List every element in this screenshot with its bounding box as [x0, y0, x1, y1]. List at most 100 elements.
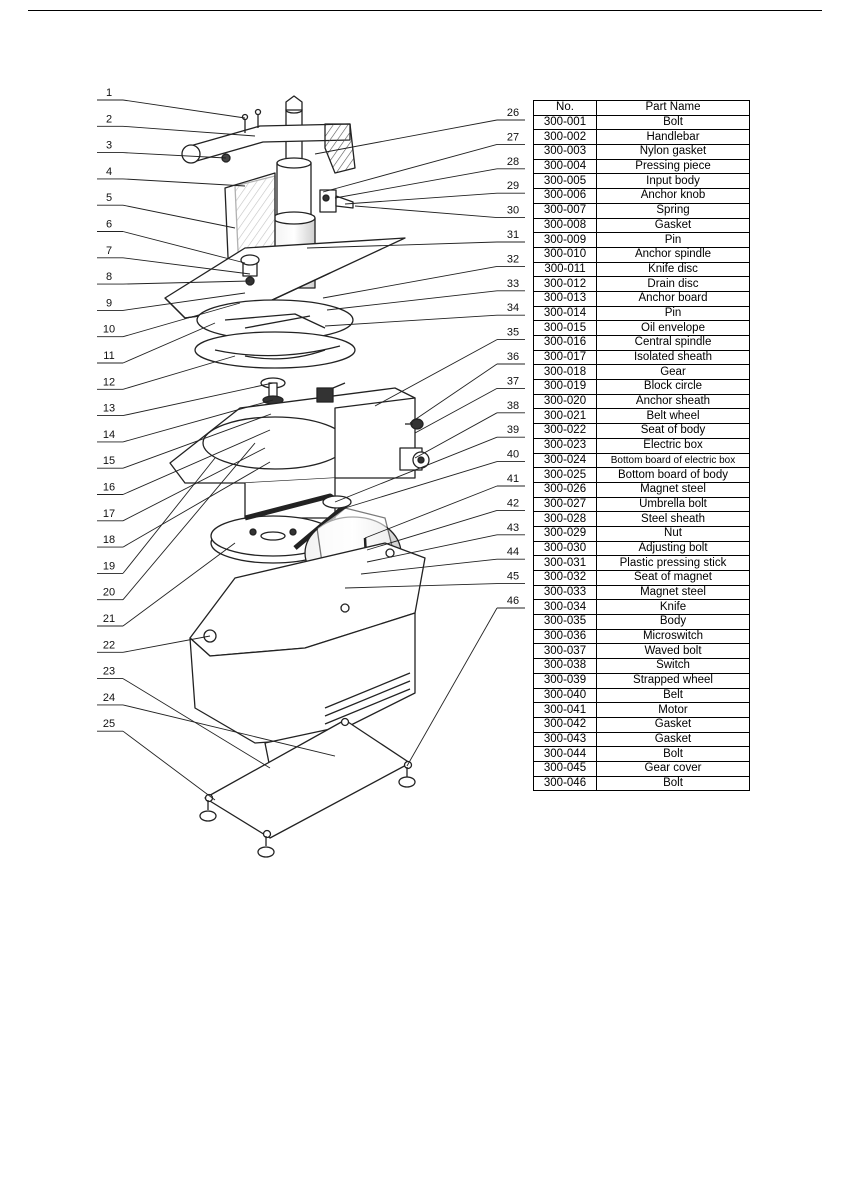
- part-name: Switch: [596, 658, 750, 674]
- leader-line: [122, 542, 236, 627]
- part-number: 300-039: [533, 672, 597, 689]
- part-number: 300-020: [533, 393, 597, 410]
- part-name: Plastic pressing stick: [596, 555, 750, 571]
- leader-line: [122, 322, 216, 364]
- drain-disc: [194, 331, 356, 369]
- leader-line: [344, 583, 498, 589]
- leader-line: [122, 204, 236, 229]
- part-number: 300-026: [533, 481, 597, 498]
- part-name: Umbrella bolt: [596, 496, 750, 513]
- part-name: Spring: [596, 202, 750, 219]
- microswitch: [316, 382, 346, 403]
- part-number: 300-009: [533, 232, 597, 248]
- part-name: Oil envelope: [596, 320, 750, 336]
- callout-number: 6: [106, 219, 112, 231]
- part-number: 300-005: [533, 173, 597, 190]
- leader-line: [414, 412, 498, 459]
- callout-number: 7: [106, 245, 112, 257]
- part-number: 300-019: [533, 379, 597, 395]
- part-number: 300-029: [533, 525, 597, 542]
- callout-number: 19: [103, 560, 115, 572]
- part-name: Seat of magnet: [596, 570, 750, 586]
- part-number: 300-016: [533, 335, 597, 351]
- leader-line: [122, 382, 274, 417]
- callout-number: 2: [106, 113, 112, 125]
- leader-line: [122, 635, 211, 653]
- callout-number: 13: [103, 403, 115, 415]
- handlebar: [181, 123, 356, 174]
- leader-line: [322, 143, 498, 193]
- callout-number: 44: [507, 546, 519, 558]
- part-number: 300-027: [533, 496, 597, 513]
- part-number: 300-023: [533, 437, 597, 454]
- callout-number: 12: [103, 376, 115, 388]
- leader-line: [122, 413, 272, 469]
- part-name: Magnet steel: [596, 481, 750, 498]
- callout-number: 8: [106, 271, 112, 283]
- part-name: Drain disc: [596, 276, 750, 292]
- feet: [199, 767, 416, 858]
- part-name: Nylon gasket: [596, 144, 750, 160]
- leader-line: [406, 607, 498, 767]
- leader-line: [409, 363, 498, 424]
- callout-number: 15: [103, 455, 115, 467]
- part-name: Electric box: [596, 437, 750, 454]
- leader-line: [122, 302, 241, 338]
- part-name: Gasket: [596, 217, 750, 234]
- part-name: Seat of body: [596, 423, 750, 439]
- callout-number: 18: [103, 534, 115, 546]
- leader-line: [364, 485, 498, 539]
- callout-number: 21: [103, 613, 115, 625]
- callout-number: 46: [507, 595, 519, 607]
- callout-number: 11: [103, 350, 114, 362]
- callout-number: 3: [106, 140, 112, 152]
- part-number: 300-022: [533, 423, 597, 439]
- part-name: Knife: [596, 599, 750, 616]
- callout-number: 39: [507, 424, 519, 436]
- leader-line: [344, 461, 498, 509]
- part-number: 300-038: [533, 658, 597, 674]
- part-name: Anchor board: [596, 290, 750, 307]
- part-number: 300-017: [533, 349, 597, 366]
- callout-number: 4: [106, 166, 112, 178]
- part-number: 300-035: [533, 614, 597, 630]
- part-name: Knife disc: [596, 261, 750, 278]
- leader-line: [122, 99, 246, 119]
- callout-number: 35: [507, 327, 519, 339]
- callout-number: 31: [507, 229, 519, 241]
- part-name: Bolt: [596, 746, 750, 762]
- part-name: Body: [596, 614, 750, 630]
- callout-number: 38: [507, 400, 519, 412]
- callout-number: 41: [507, 473, 519, 485]
- leader-line: [414, 388, 498, 434]
- part-number: 300-002: [533, 129, 597, 146]
- body: [169, 387, 416, 519]
- part-name: Input body: [596, 173, 750, 190]
- callout-number: 40: [507, 449, 519, 461]
- part-name: Microswitch: [596, 628, 750, 645]
- part-number: 300-004: [533, 158, 597, 175]
- callout-number: 34: [507, 302, 519, 314]
- part-number: 300-042: [533, 716, 597, 733]
- leader-line: [122, 461, 271, 548]
- leader-line: [314, 119, 498, 155]
- part-number: 300-021: [533, 408, 597, 425]
